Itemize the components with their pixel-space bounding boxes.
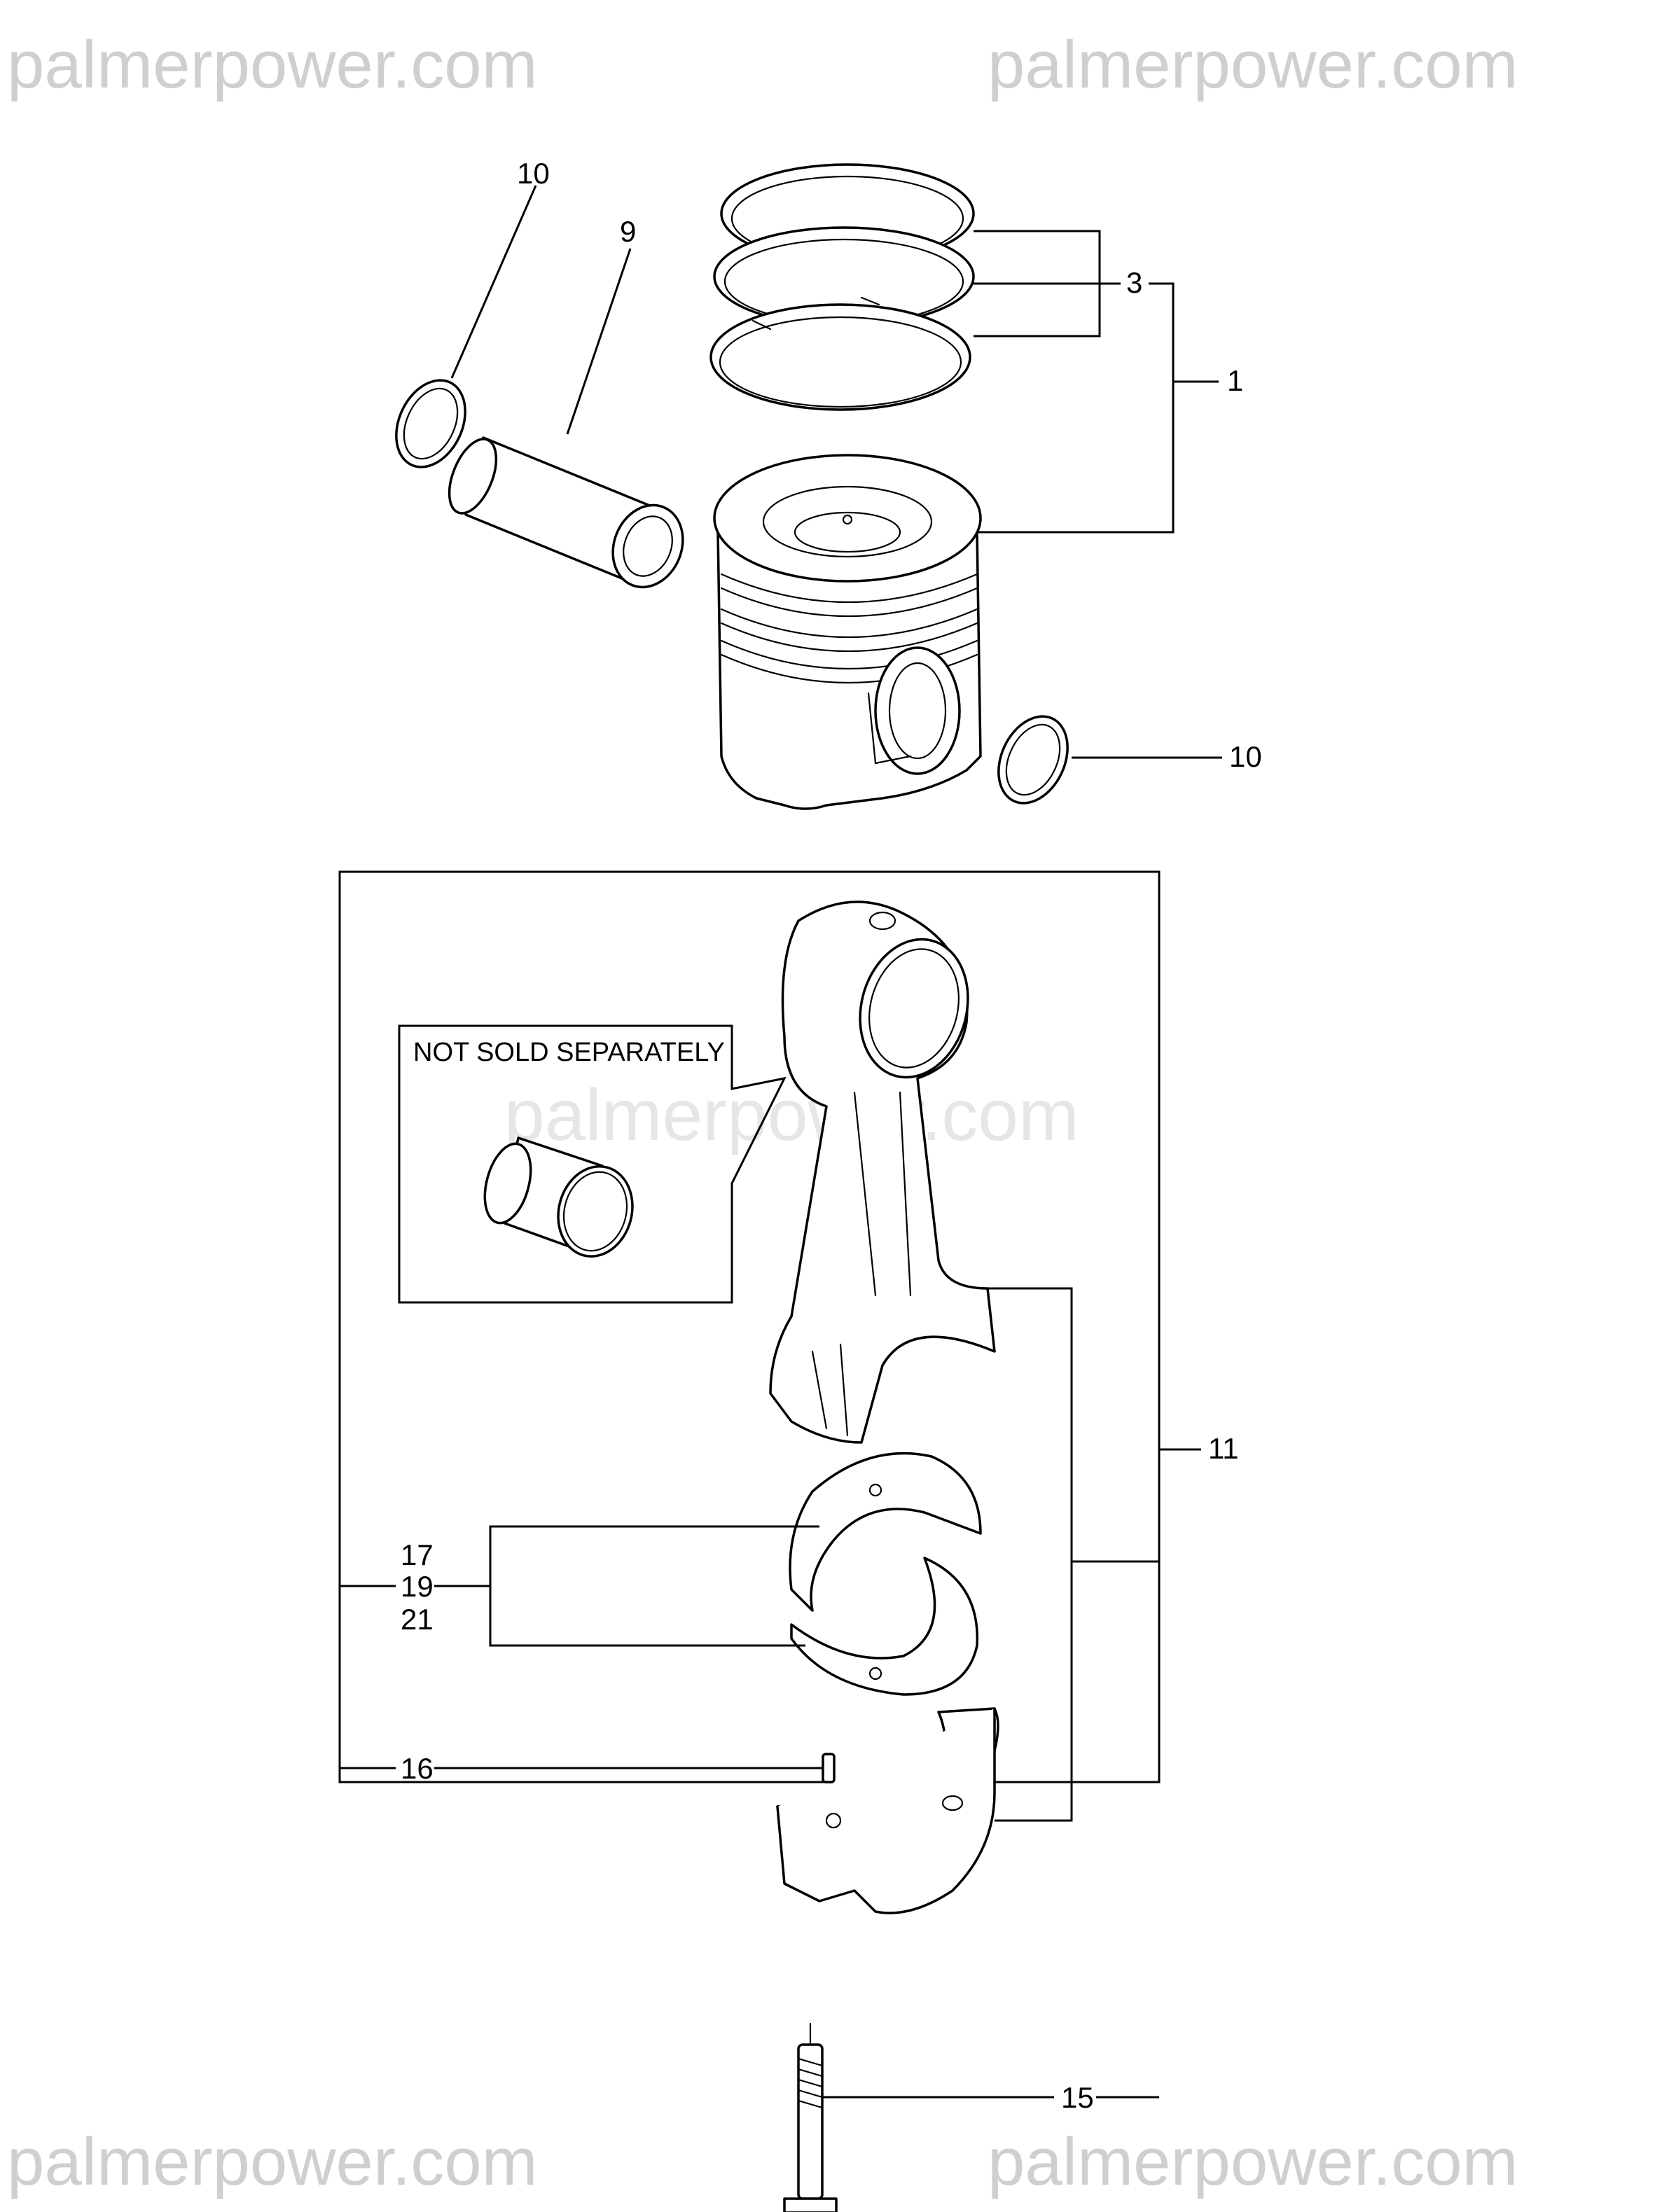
bearing-upper — [789, 1452, 982, 1612]
callout-21: 21 — [401, 1603, 434, 1636]
callout-10-top: 10 — [517, 157, 550, 190]
piston-pin — [448, 436, 684, 589]
callout-9: 9 — [620, 215, 636, 248]
bracket-rod — [988, 1287, 1073, 1822]
bearing-lower — [790, 1557, 979, 1696]
callout-3: 3 — [1126, 266, 1142, 299]
callout-16: 16 — [401, 1752, 434, 1785]
piston — [713, 454, 982, 810]
note-box: NOT SOLD SEPARATELY — [398, 1024, 787, 1304]
bracket-17-19-21 — [489, 1525, 819, 1647]
rod-cap — [776, 1707, 999, 1914]
callout-19: 19 — [401, 1570, 434, 1603]
watermark-top-left: palmerpower.com — [7, 27, 538, 102]
callout-1: 1 — [1227, 364, 1243, 397]
callout-11: 11 — [1208, 1432, 1239, 1465]
snap-ring-right — [997, 715, 1069, 805]
bracket-1 — [977, 282, 1175, 534]
leader-9 — [566, 248, 632, 435]
watermark-bottom-left: palmerpower.com — [7, 2124, 538, 2199]
watermark-center: palmerpower.com — [504, 1075, 1079, 1156]
leader-10-top — [450, 185, 537, 379]
watermark-top-right: palmerpower.com — [988, 27, 1518, 102]
rod-bolt — [783, 2022, 838, 2212]
rod-assembly-frame — [338, 870, 1161, 1783]
bushing — [483, 1136, 634, 1258]
snap-ring-top — [395, 379, 466, 468]
watermark-bottom-right: palmerpower.com — [988, 2124, 1518, 2199]
callout-17: 17 — [401, 1538, 434, 1571]
piston-ring-bottom — [709, 303, 971, 411]
dowel-pin — [822, 1753, 836, 1783]
callout-15: 15 — [1061, 2081, 1094, 2114]
note-text: NOT SOLD SEPARATELY — [413, 1038, 725, 1067]
connecting-rod — [769, 900, 996, 1444]
callout-10-right: 10 — [1229, 740, 1262, 773]
